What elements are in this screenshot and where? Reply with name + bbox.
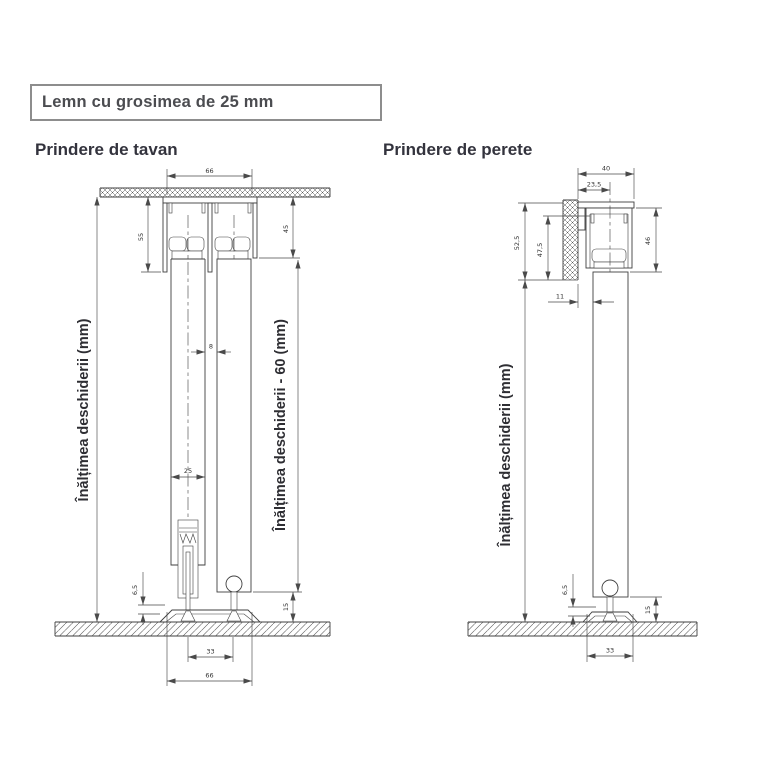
- ceiling-surface: [99, 187, 331, 198]
- dim-panel-gap: 8: [191, 343, 231, 355]
- roller-carriage-right: [214, 236, 251, 260]
- door-panel-left: [170, 258, 206, 566]
- dim-track-width-top: 66: [166, 167, 253, 195]
- dim-wall-gap: 11: [548, 284, 614, 308]
- header-label: Lemn cu grosimea de 25 mm: [42, 93, 274, 111]
- dim-guide-width: 33: [586, 614, 634, 662]
- track-assembly: [585, 207, 633, 269]
- dim-panel-thickness: 25: [171, 467, 205, 480]
- svg-text:11: 11: [556, 293, 564, 301]
- svg-text:6,5: 6,5: [131, 585, 139, 595]
- svg-text:47,5: 47,5: [536, 243, 544, 257]
- dim-guide-clearance: 6,5: [561, 574, 596, 627]
- dim-opening-height: Înălțimea deschiderii (mm): [496, 280, 528, 622]
- svg-text:Înălțimea deschiderii (mm): Înălțimea deschiderii (mm): [74, 318, 92, 502]
- dim-opening-height: Înălțimea deschiderii (mm): [74, 197, 100, 622]
- door-panel-right: [216, 258, 252, 615]
- dim-centers-spacing: 33: [187, 637, 234, 662]
- header-box: Lemn cu grosimea de 25 mm: [30, 84, 382, 121]
- bottom-roller: [601, 579, 619, 597]
- svg-text:Înălțimea deschiderii (mm): Înălțimea deschiderii (mm): [496, 363, 514, 547]
- svg-text:33: 33: [206, 648, 214, 656]
- dim-guide-clearance: 6,5: [131, 572, 165, 625]
- svg-text:23,5: 23,5: [587, 181, 601, 189]
- svg-text:46: 46: [644, 237, 652, 245]
- dim-bracket-width: 40: [577, 165, 635, 199]
- wall-mount-diagram: 40 23,5 52,5 47,5 46: [467, 165, 698, 662]
- svg-text:66: 66: [205, 672, 213, 680]
- dim-inner-height: 47,5: [536, 215, 590, 280]
- dim-bracket-height: 52,5: [513, 202, 563, 280]
- svg-text:15: 15: [282, 603, 290, 611]
- svg-text:15: 15: [644, 606, 652, 614]
- dim-left-height: 55: [137, 197, 161, 273]
- floor-surface: [54, 621, 331, 637]
- roller-carriage: [591, 248, 627, 269]
- floor-guide-profile: [158, 609, 262, 623]
- floor-guide-profile: [581, 611, 639, 623]
- dim-floor-clearance: 15: [630, 596, 662, 622]
- svg-text:Înălțimea deschiderii - 60 (mm: Înălțimea deschiderii - 60 (mm): [271, 319, 289, 532]
- svg-text:6,5: 6,5: [561, 585, 569, 595]
- ceiling-mount-diagram: 66 55 45 Înălțimea deschiderii (mm) Înăl…: [54, 167, 331, 686]
- svg-text:25: 25: [184, 467, 192, 475]
- floor-surface: [467, 621, 698, 637]
- dim-track-width-bottom: 66: [166, 612, 253, 686]
- dim-rail-offset: 23,5: [578, 181, 610, 193]
- section-title-ceiling: Prindere de tavan: [35, 140, 178, 159]
- door-panel: [592, 271, 629, 616]
- svg-text:66: 66: [205, 167, 213, 175]
- svg-text:52,5: 52,5: [513, 236, 521, 250]
- dim-rail-height: 46: [630, 207, 662, 273]
- bottom-guide-mechanism: [177, 519, 199, 615]
- dim-right-height: 45: [259, 197, 300, 259]
- dim-floor-clearance: 15: [282, 592, 296, 622]
- svg-text:45: 45: [282, 225, 290, 233]
- svg-text:40: 40: [602, 165, 610, 173]
- svg-text:8: 8: [209, 343, 213, 351]
- roller-carriage-left: [168, 236, 205, 260]
- track-assembly: [162, 196, 258, 273]
- svg-text:33: 33: [606, 647, 614, 655]
- dim-door-height: Înălțimea deschiderii - 60 (mm): [253, 260, 302, 593]
- bottom-roller: [225, 575, 243, 593]
- section-title-wall: Prindere de perete: [383, 140, 533, 159]
- svg-text:55: 55: [137, 233, 145, 241]
